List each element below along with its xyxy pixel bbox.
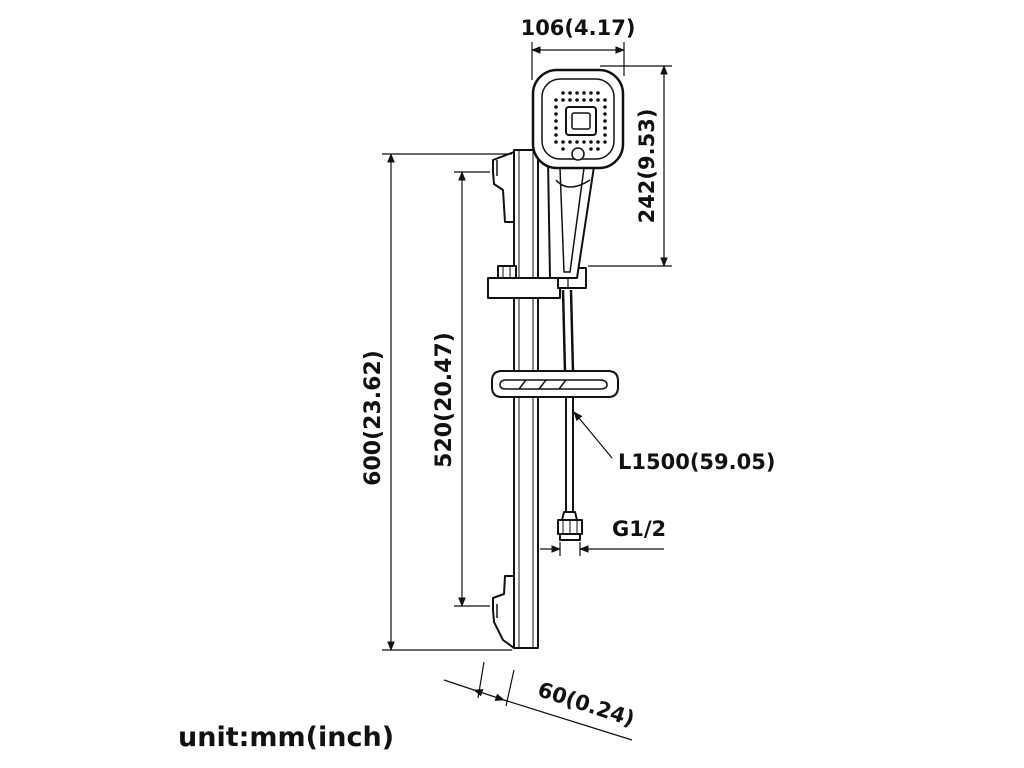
- spray-nozzle: [554, 98, 558, 102]
- spray-nozzle: [568, 91, 572, 95]
- head-width-dimension: [531, 42, 625, 80]
- spray-nozzle: [589, 147, 593, 151]
- spray-nozzle: [568, 140, 572, 144]
- spray-nozzle: [603, 140, 607, 144]
- spray-nozzle: [596, 147, 600, 151]
- spray-nozzle: [554, 133, 558, 137]
- spray-nozzle: [589, 98, 593, 102]
- spray-nozzle: [596, 91, 600, 95]
- unit-label: unit:mm(inch): [178, 722, 395, 753]
- rail-length-label: 600(23.62): [361, 350, 386, 486]
- bottom-wall-bracket: [492, 575, 515, 649]
- bracket-spacing-dimension: [454, 171, 490, 607]
- hose-length-leader: [573, 411, 613, 459]
- hose-length-label: L1500(59.05): [618, 450, 775, 474]
- spray-nozzle: [575, 98, 579, 102]
- spray-nozzle: [596, 98, 600, 102]
- spray-nozzle: [575, 91, 579, 95]
- connector-thread-dimension: [540, 542, 664, 556]
- rail-depth-label: 60(0.24): [535, 677, 638, 731]
- head-width-label: 106(4.17): [521, 16, 636, 40]
- spray-nozzle: [561, 147, 565, 151]
- hand-shower-handle: [547, 159, 596, 279]
- bracket-spacing-label: 520(20.47): [432, 332, 457, 468]
- spray-nozzle: [596, 140, 600, 144]
- head-height-dimension: [588, 65, 672, 267]
- hand-shower-head: [531, 68, 625, 170]
- rail-depth-dimension: [443, 661, 633, 741]
- spray-nozzle: [603, 112, 607, 116]
- shower-hose: [561, 289, 578, 521]
- spray-nozzle: [554, 126, 558, 130]
- spray-nozzle: [554, 105, 558, 109]
- spray-nozzle: [589, 91, 593, 95]
- spray-nozzles: [554, 91, 607, 151]
- spray-nozzle: [554, 112, 558, 116]
- slider-holder: [487, 265, 587, 299]
- spray-nozzle: [582, 140, 586, 144]
- connector-thread-label: G1/2: [612, 517, 666, 541]
- spray-nozzle: [603, 98, 607, 102]
- spray-nozzle: [575, 140, 579, 144]
- soap-dish: [491, 370, 619, 398]
- spray-nozzle: [561, 140, 565, 144]
- spray-nozzle: [561, 98, 565, 102]
- rail-length-dimension: [382, 153, 512, 651]
- spray-nozzle: [589, 140, 593, 144]
- spray-nozzle: [603, 119, 607, 123]
- spray-nozzle: [603, 133, 607, 137]
- slide-rail: [513, 149, 539, 649]
- spray-nozzle: [603, 105, 607, 109]
- top-wall-bracket: [492, 151, 515, 223]
- spray-nozzle: [561, 91, 565, 95]
- spray-nozzle: [582, 98, 586, 102]
- spray-nozzle: [582, 91, 586, 95]
- spray-nozzle: [568, 98, 572, 102]
- spray-nozzle: [554, 140, 558, 144]
- spray-nozzle: [554, 119, 558, 123]
- head-height-label: 242(9.53): [635, 109, 659, 224]
- spray-nozzle: [603, 126, 607, 130]
- hose-connector: [557, 519, 583, 541]
